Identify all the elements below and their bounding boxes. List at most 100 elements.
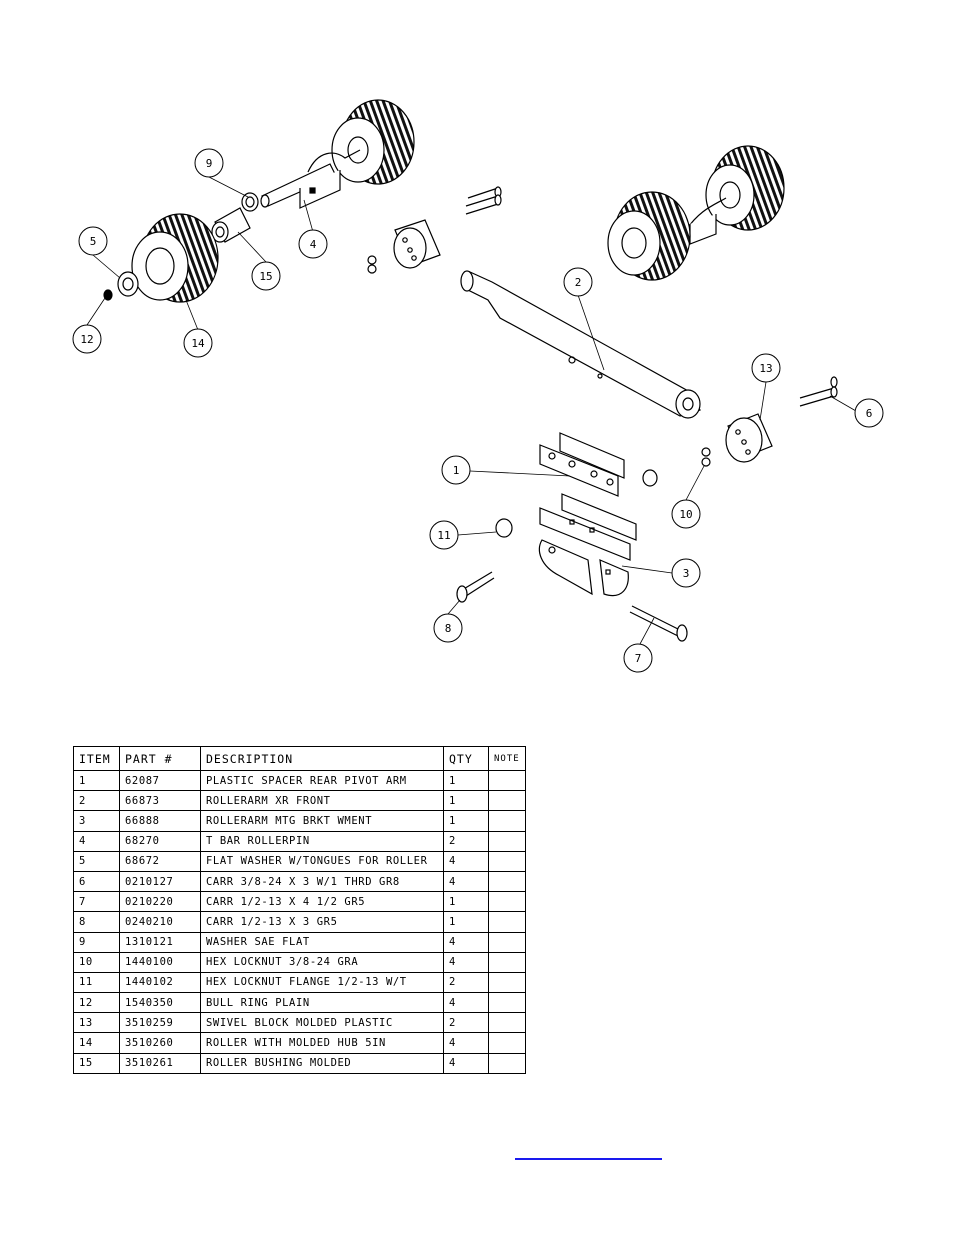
hex-locknut-flange xyxy=(495,518,513,538)
cell-note xyxy=(488,790,526,812)
cell-note xyxy=(488,1052,526,1074)
cell-part: 0210220 xyxy=(119,891,201,913)
callout-number: 4 xyxy=(310,238,317,251)
callout-number: 6 xyxy=(866,407,873,420)
cell-qty: 1 xyxy=(443,790,489,812)
cell-note xyxy=(488,992,526,1014)
rollerarm-xr-front xyxy=(460,270,701,419)
cell-item: 10 xyxy=(73,951,120,973)
cell-item: 5 xyxy=(73,850,120,872)
cell-desc: ROLLER WITH MOLDED HUB 5IN xyxy=(200,1032,444,1054)
carriage-bolt-8 xyxy=(456,571,495,603)
carriage-bolts-upper xyxy=(465,186,502,215)
bom-header-row: ITEM PART # DESCRIPTION QTY NOTE xyxy=(73,746,526,771)
cell-item: 3 xyxy=(73,810,120,832)
carriage-bolts-lower xyxy=(799,376,838,407)
roller-upper-left xyxy=(331,99,415,185)
cell-item: 2 xyxy=(73,790,120,812)
cell-desc: WASHER SAE FLAT xyxy=(200,931,444,953)
callout-5: 5 xyxy=(78,226,108,256)
cell-desc: T BAR ROLLERPIN xyxy=(200,830,444,852)
cell-desc: ROLLERARM MTG BRKT WMENT xyxy=(200,810,444,832)
cell-item: 11 xyxy=(73,971,120,994)
callout-number: 10 xyxy=(679,508,692,521)
bull-ring xyxy=(103,289,113,301)
callout-number: 15 xyxy=(259,270,272,283)
cell-part: 3510260 xyxy=(119,1032,201,1054)
roller-upper-right xyxy=(705,145,785,231)
cell-qty: 2 xyxy=(443,1012,489,1034)
cell-item: 6 xyxy=(73,870,120,893)
callout-3: 3 xyxy=(671,558,701,588)
callout-14: 14 xyxy=(183,328,213,358)
cell-part: 66888 xyxy=(119,810,201,832)
callout-number: 2 xyxy=(575,276,582,289)
cell-qty: 4 xyxy=(443,951,489,973)
cell-desc: ROLLER BUSHING MOLDED xyxy=(200,1052,444,1074)
cell-part: 1540350 xyxy=(119,992,201,1014)
cell-part: 3510259 xyxy=(119,1012,201,1034)
cell-qty: 4 xyxy=(443,1052,489,1074)
callout-number: 9 xyxy=(206,157,213,170)
cell-note xyxy=(488,830,526,852)
cell-item: 13 xyxy=(73,1012,120,1034)
cell-desc: BULL RING PLAIN xyxy=(200,992,444,1014)
callout-12: 12 xyxy=(72,324,102,354)
cell-part: 0240210 xyxy=(119,911,201,933)
cell-note xyxy=(488,931,526,953)
roller-bushing xyxy=(211,207,251,243)
callout-11: 11 xyxy=(429,520,459,550)
cell-part: 66873 xyxy=(119,790,201,812)
callout-number: 7 xyxy=(635,652,642,665)
cell-desc: ROLLERARM XR FRONT xyxy=(200,790,444,812)
swivel-block-upper xyxy=(393,219,441,269)
cell-desc: PLASTIC SPACER REAR PIVOT ARM xyxy=(200,769,444,792)
cell-item: 15 xyxy=(73,1052,120,1074)
roller-lower-right xyxy=(607,191,691,281)
callout-2: 2 xyxy=(563,267,593,297)
rollerarm-mtg-bracket xyxy=(538,493,637,597)
callout-number: 12 xyxy=(80,333,93,346)
callout-9: 9 xyxy=(194,148,224,178)
cell-note xyxy=(488,1032,526,1054)
cell-desc: CARR 3/8-24 X 3 W/1 THRD GR8 xyxy=(200,870,444,893)
cell-item: 8 xyxy=(73,911,120,933)
swivel-block-lower xyxy=(725,413,773,463)
cell-qty: 4 xyxy=(443,992,489,1014)
col-note: NOTE xyxy=(488,746,526,771)
cell-item: 7 xyxy=(73,891,120,913)
cell-qty: 4 xyxy=(443,1032,489,1054)
callout-8: 8 xyxy=(433,613,463,643)
cell-note xyxy=(488,971,526,994)
col-description: DESCRIPTION xyxy=(200,746,444,771)
callout-1: 1 xyxy=(441,455,471,485)
cell-item: 4 xyxy=(73,830,120,852)
cell-part: 1440100 xyxy=(119,951,201,973)
cell-note xyxy=(488,951,526,973)
footer-link-underline[interactable] xyxy=(515,1158,662,1160)
cell-qty: 1 xyxy=(443,911,489,933)
callout-number: 14 xyxy=(191,337,205,350)
cell-qty: 1 xyxy=(443,769,489,792)
cell-item: 14 xyxy=(73,1032,120,1054)
callout-10: 10 xyxy=(671,499,701,529)
cell-note xyxy=(488,810,526,832)
cell-note xyxy=(488,870,526,893)
cell-note xyxy=(488,850,526,872)
tbar-rollerpin-upper xyxy=(260,149,361,209)
cell-part: 3510261 xyxy=(119,1052,201,1074)
cell-item: 9 xyxy=(73,931,120,953)
